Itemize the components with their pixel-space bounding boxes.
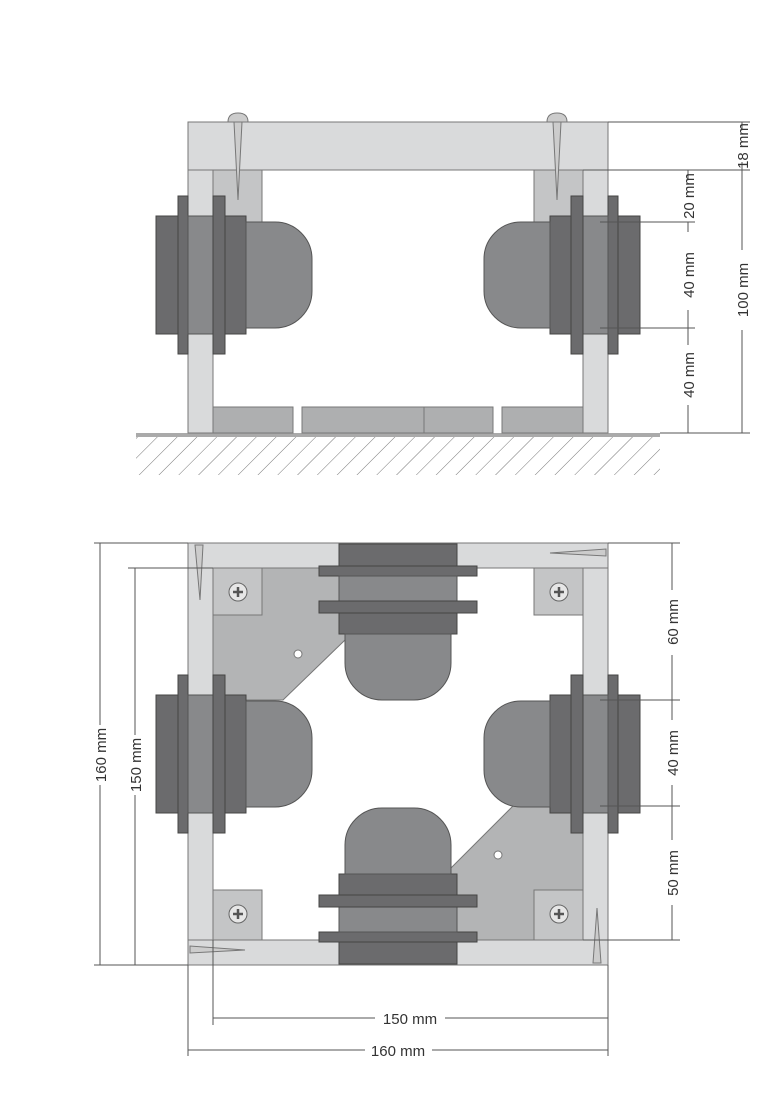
bulb-holder-east xyxy=(483,674,641,834)
dim-20mm: 20 mm xyxy=(681,173,698,219)
dim-150mm-left: 150 mm xyxy=(128,738,145,792)
bulb-holder-west xyxy=(155,674,313,834)
plan-dimensions: 160 mm 150 mm 60 mm 40 mm 50 mm 150 mm 1… xyxy=(93,542,682,1060)
dim-160mm-left: 160 mm xyxy=(93,728,110,782)
dim-40mm-plan: 40 mm xyxy=(665,730,682,776)
dim-40mm-holder: 40 mm xyxy=(681,252,698,298)
dim-150mm-bottom: 150 mm xyxy=(383,1011,437,1028)
side-dimensions: 18 mm 20 mm 40 mm 40 mm 100 mm xyxy=(583,121,752,434)
nail-right xyxy=(546,112,568,201)
screw-icon xyxy=(227,903,249,925)
bulb-holder-left xyxy=(155,195,313,355)
dim-100mm: 100 mm xyxy=(735,263,752,317)
screw-icon xyxy=(227,581,249,603)
dim-60mm: 60 mm xyxy=(665,599,682,645)
hole-icon xyxy=(493,850,503,860)
dim-160mm-bottom: 160 mm xyxy=(371,1043,425,1060)
dim-40mm-bottom: 40 mm xyxy=(681,352,698,398)
top-bar xyxy=(187,121,609,171)
screw-icon xyxy=(548,903,570,925)
dim-50mm: 50 mm xyxy=(665,850,682,896)
corner-plates xyxy=(212,567,584,941)
side-view: 18 mm 20 mm 40 mm 40 mm 100 mm xyxy=(136,112,752,475)
bulb-holder-right xyxy=(483,195,641,355)
ground-line xyxy=(136,433,660,437)
bulb-holder-south xyxy=(318,807,478,965)
nails-plan xyxy=(189,544,607,964)
ground-hatch xyxy=(136,437,660,475)
bulb-holder-north xyxy=(318,543,478,701)
base-bricks xyxy=(212,406,584,434)
plan-view: 160 mm 150 mm 60 mm 40 mm 50 mm 150 mm 1… xyxy=(93,542,682,1060)
screw-icon xyxy=(548,581,570,603)
dim-18mm: 18 mm xyxy=(735,123,752,169)
hole-icon xyxy=(293,649,303,659)
nail-left xyxy=(227,112,249,201)
